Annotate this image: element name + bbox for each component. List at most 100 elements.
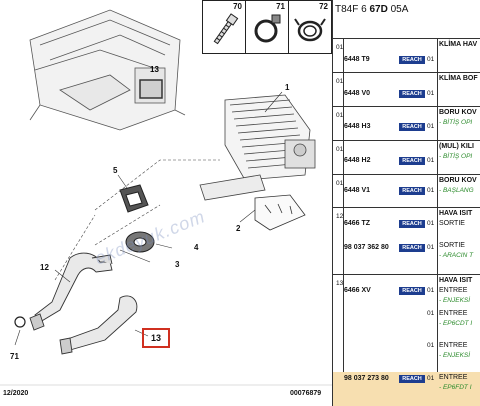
row-index: 01 bbox=[336, 180, 344, 187]
accessory-72-number: 72 bbox=[319, 2, 328, 11]
seal-drawing bbox=[125, 231, 155, 253]
row-index: 01 bbox=[336, 44, 344, 51]
description-note: - ENJEKSİ bbox=[439, 297, 471, 304]
column-divider-desc bbox=[437, 38, 438, 406]
accessory-71[interactable]: 71 bbox=[245, 0, 289, 54]
footer-code: 00076879 bbox=[290, 390, 322, 397]
reach-badge: REACH bbox=[399, 56, 425, 64]
part-number[interactable]: 6448 V1 bbox=[344, 187, 371, 194]
accessory-icon-strip: 70 71 72 bbox=[202, 0, 332, 54]
callout-5[interactable]: 5 bbox=[113, 166, 118, 175]
hose-clamp-icon bbox=[254, 14, 281, 43]
quantity: 01 bbox=[427, 56, 435, 63]
description-text: SORTIE bbox=[439, 242, 465, 249]
description-text: ENTREE bbox=[439, 287, 468, 294]
heater-housing-drawing bbox=[29, 9, 186, 131]
footer-date: 12/2020 bbox=[3, 390, 29, 397]
title-prefix: T84F 6 bbox=[335, 4, 370, 15]
quantity: 01 bbox=[427, 220, 435, 227]
description-note: - ARACIN T bbox=[439, 252, 474, 259]
description-text: HAVA ISIT bbox=[439, 210, 473, 217]
description-text: BORU KOV bbox=[439, 109, 477, 116]
callout-12[interactable]: 12 bbox=[40, 263, 49, 272]
description-note: - BAŞLANG bbox=[439, 187, 474, 194]
spring-clip-icon bbox=[294, 18, 326, 42]
title-suffix: 05A bbox=[387, 4, 409, 15]
exploded-parts-diagram: 13 bbox=[0, 9, 333, 397]
part-number[interactable]: 6466 XV bbox=[344, 287, 371, 294]
description-note: - EP6FDT I bbox=[439, 384, 472, 391]
callout-4[interactable]: 4 bbox=[194, 243, 199, 252]
row-index: 01 bbox=[336, 146, 344, 153]
description-text: HAVA ISIT bbox=[439, 277, 473, 284]
hose-drawing bbox=[29, 252, 138, 355]
callout-2[interactable]: 2 bbox=[236, 224, 241, 233]
part-number[interactable]: 6466 TZ bbox=[344, 220, 371, 227]
gasket-drawing bbox=[119, 184, 149, 213]
accessory-70[interactable]: 70 bbox=[202, 0, 246, 54]
description-text: BORU KOV bbox=[439, 177, 477, 184]
row-index: 13 bbox=[336, 280, 344, 287]
accessory-72[interactable]: 72 bbox=[288, 0, 332, 54]
column-divider-index bbox=[343, 38, 344, 406]
reach-badge: REACH bbox=[399, 375, 425, 383]
reach-badge: REACH bbox=[399, 157, 425, 165]
quantity: 01 bbox=[427, 342, 435, 349]
part-number[interactable]: 6448 T9 bbox=[344, 56, 370, 63]
callout-13-housing: 13 bbox=[150, 65, 159, 74]
table-row[interactable]: 01 ENTREE - ENJEKSİ bbox=[333, 340, 480, 372]
clip-set-drawing bbox=[254, 194, 306, 231]
description-note: - BİTİŞ OPI bbox=[439, 153, 473, 160]
callout-1[interactable]: 1 bbox=[285, 83, 290, 92]
description-text: SORTIE bbox=[439, 220, 465, 227]
reach-badge: REACH bbox=[399, 220, 425, 228]
clamp-drawing bbox=[14, 316, 26, 328]
heater-core-drawing bbox=[199, 94, 316, 201]
description-text: (MUL) KILI bbox=[439, 143, 474, 150]
description-text: ENTREE bbox=[439, 374, 468, 381]
bolt-icon bbox=[213, 13, 239, 45]
reach-badge: REACH bbox=[399, 287, 425, 295]
quantity: 01 bbox=[427, 287, 435, 294]
accessory-70-number: 70 bbox=[233, 2, 242, 11]
quantity: 01 bbox=[427, 123, 435, 130]
part-number[interactable]: 98 037 273 80 bbox=[344, 375, 389, 382]
description-text: KLİMA BOF bbox=[439, 75, 478, 82]
reach-badge: REACH bbox=[399, 123, 425, 131]
row-index: 01 bbox=[336, 112, 344, 119]
callout-71[interactable]: 71 bbox=[10, 352, 19, 361]
quantity: 01 bbox=[427, 310, 435, 317]
quantity: 01 bbox=[427, 157, 435, 164]
description-note: - BİTİŞ OPI bbox=[439, 119, 473, 126]
part-number[interactable]: 6448 H2 bbox=[344, 157, 371, 164]
leader-lines bbox=[54, 159, 220, 281]
row-index: 12 bbox=[336, 213, 344, 220]
description-note: - ENJEKSİ bbox=[439, 352, 471, 359]
accessory-71-number: 71 bbox=[276, 2, 285, 11]
part-number[interactable]: 6448 V0 bbox=[344, 90, 371, 97]
title-bold: 67D bbox=[369, 4, 388, 15]
description-text: KLİMA HAV bbox=[439, 41, 478, 48]
part-number[interactable]: 98 037 362 80 bbox=[344, 244, 389, 251]
part-number[interactable]: 6448 H3 bbox=[344, 123, 371, 130]
selected-callout-13[interactable]: 13 bbox=[142, 328, 170, 348]
row-index: 01 bbox=[336, 78, 344, 85]
table-title: T84F 6 67D 05A bbox=[333, 0, 480, 20]
reach-badge: REACH bbox=[399, 244, 425, 252]
quantity: 01 bbox=[427, 244, 435, 251]
quantity: 01 bbox=[427, 375, 435, 382]
reach-badge: REACH bbox=[399, 187, 425, 195]
description-text: ENTREE bbox=[439, 342, 468, 349]
callout-3[interactable]: 3 bbox=[175, 260, 180, 269]
